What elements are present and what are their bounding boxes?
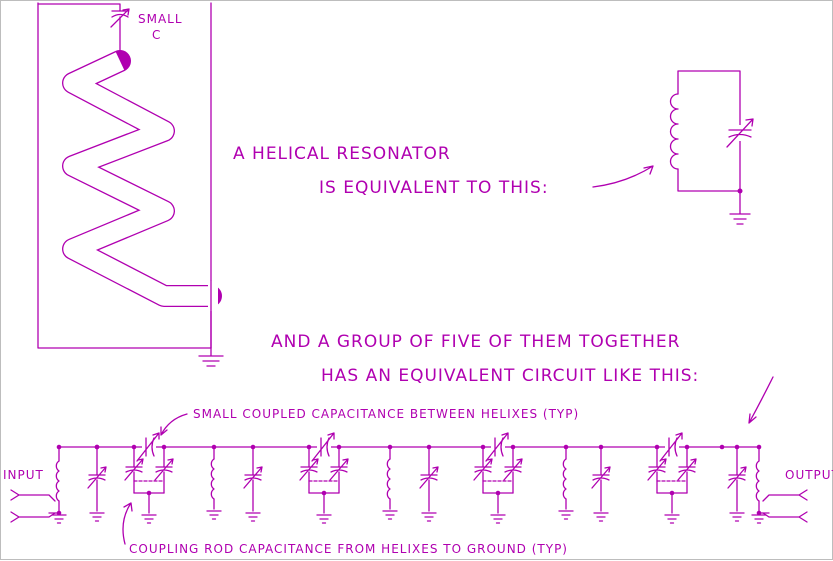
input-arrow-lower [11,512,55,522]
coupled-capacitance-arrow [161,414,187,435]
junction-dot [57,445,62,450]
helix-coil [73,61,218,348]
rod-block-ground-4 [665,515,679,523]
resonator-inductor-1 [211,459,214,499]
pointer-arrow-to-equivalent [593,166,653,187]
pointer-arrow-to-circuit [749,377,773,423]
group-line-1: AND A GROUP OF FIVE OF THEM TOGETHER [271,332,680,352]
rod-capacitance-arrow [123,503,132,544]
five-resonator-filter-circuit [11,433,807,523]
resonator-inductor-3 [563,459,566,499]
input-arrow-upper [11,490,59,513]
input-coupling-inductor [56,461,59,501]
input-label: INPUT [3,468,44,482]
output-arrow-upper [759,490,807,513]
resonator-cap-ground-1 [246,513,260,521]
resonator-cap-ground-2 [422,513,436,521]
junction-dot [720,445,725,450]
output-coupling-inductor [756,461,759,501]
statement-line-2: IS EQUIVALENT TO THIS: [319,178,549,198]
output-arrow-lower [763,512,807,522]
input-ground-symbol [52,515,66,523]
small-c-label-line2: C [152,28,161,42]
cavity-top-lead [38,4,120,11]
resonator-inductor-ground-2 [383,511,397,519]
output-label: OUTPUT [785,468,833,482]
resonator-cap-ground-4 [730,513,744,521]
rod-block-ground-1 [142,515,156,523]
resonator-inductor-ground-1 [207,511,221,519]
tank-ground-symbol [730,191,750,224]
rod-block-ground-3 [491,515,505,523]
statement-line-1: A HELICAL RESONATOR [233,144,451,164]
equivalent-lc-tank [671,71,755,224]
resonator-cap-ground-3 [594,513,608,521]
resonator-cap-ground-0 [90,513,104,521]
resonator-inductor-2 [387,459,390,499]
output-ground-symbol [752,515,766,523]
coupled-capacitance-note: SMALL COUPLED CAPACITANCE BETWEEN HELIXE… [193,407,579,421]
rod-block-ground-2 [317,515,331,523]
helical-resonator-cavity: SMALL C [38,3,223,366]
tank-inductor [671,94,679,169]
group-line-2: HAS AN EQUIVALENT CIRCUIT LIKE THIS: [321,366,699,386]
small-c-label-line1: SMALL [138,12,183,26]
junction-dot [757,445,762,450]
rod-capacitance-note: COUPLING ROD CAPACITANCE FROM HELIXES TO… [129,542,568,556]
resonator-inductor-ground-3 [559,511,573,519]
cavity-ground-symbol [199,348,223,366]
